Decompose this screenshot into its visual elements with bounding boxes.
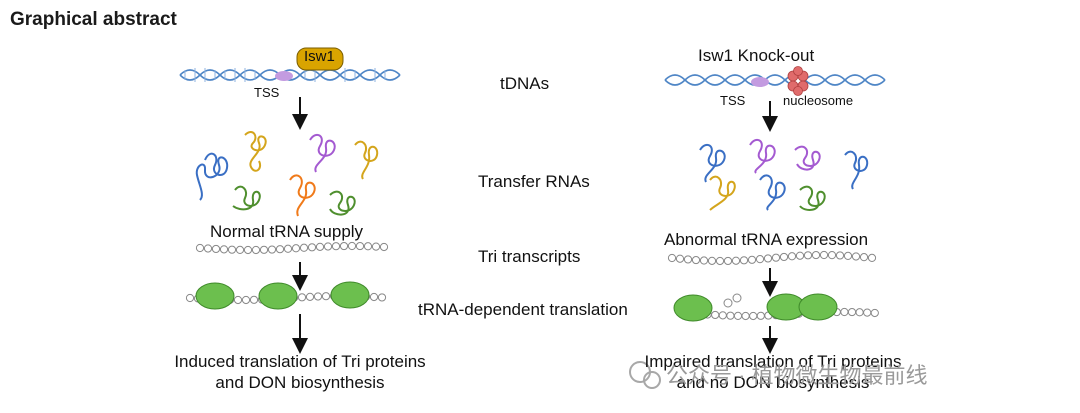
left-caption: Induced translation of Tri proteins and …: [150, 351, 450, 393]
trna-dependent-translation-label: tRNA-dependent translation: [418, 300, 628, 319]
watermark-text: 公众号 · 植物微生物最前线: [666, 363, 928, 388]
nucleosome-label: nucleosome: [783, 93, 854, 108]
left-caption-line-1: Induced translation of Tri proteins: [174, 352, 426, 371]
left-trna-cluster: [195, 131, 379, 217]
transfer-rnas-label: Transfer RNAs: [478, 172, 590, 191]
right-dna-helix: [664, 74, 886, 86]
left-dna-helix: [179, 69, 401, 81]
tdnas-label: tDNAs: [500, 74, 550, 93]
isw1-knockout-label: Isw1 Knock-out: [698, 46, 815, 65]
free-beads: [723, 293, 742, 308]
figure-title: Graphical abstract: [10, 9, 177, 30]
right-tss-marker: [751, 77, 769, 87]
tri-transcripts-label: Tri transcripts: [478, 247, 581, 266]
right-trna-cluster: [699, 138, 869, 211]
left-caption-line-2: and DON biosynthesis: [215, 373, 385, 392]
right-ribosomes: [673, 293, 838, 322]
left-ribosomes: [195, 281, 370, 310]
right-transcript-1: [667, 250, 877, 266]
left-tss-marker: [275, 71, 293, 81]
abnormal-trna-expression-label: Abnormal tRNA expression: [664, 230, 869, 249]
isw1-protein: [296, 47, 344, 71]
right-caption-line-2: and no DON biosynthesis: [676, 373, 870, 392]
normal-trna-supply-label: Normal tRNA supply: [210, 222, 364, 241]
right-caption-line-1: Impaired translation of Tri proteins: [644, 352, 902, 371]
left-tss-label: TSS: [254, 85, 280, 100]
isw1-label: Isw1: [304, 48, 335, 65]
nucleosome: [787, 66, 809, 96]
watermark-logo: [629, 361, 661, 389]
right-tss-label: TSS: [720, 93, 746, 108]
right-caption: Impaired translation of Tri proteins and…: [618, 351, 928, 393]
left-transcript-1: [195, 241, 389, 255]
